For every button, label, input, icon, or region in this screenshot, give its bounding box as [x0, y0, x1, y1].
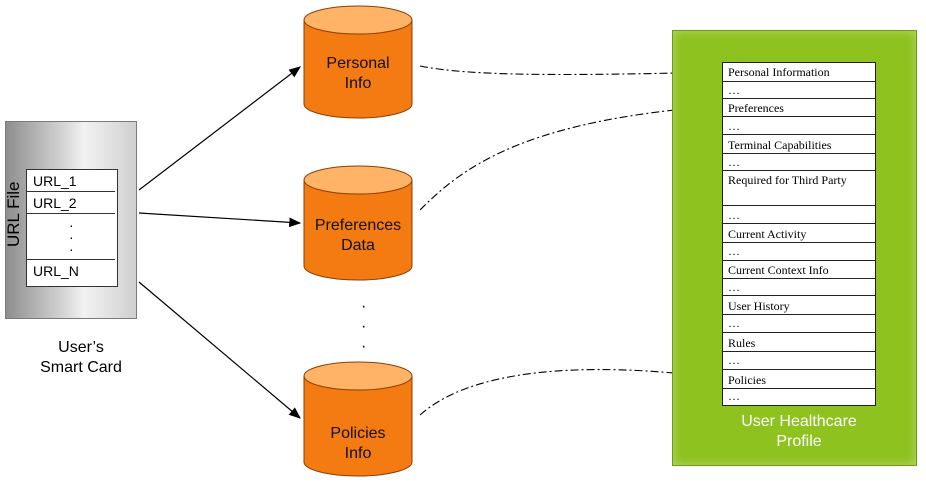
database-label-line2: Data — [341, 237, 375, 254]
database-label-line1: Personal — [326, 55, 390, 72]
profile-caption: User Healthcare Profile — [722, 412, 876, 452]
smart-card-caption: User’s Smart Card — [26, 338, 136, 378]
profile-item-required-third-party: Required for Third Party — [723, 171, 875, 206]
database-label-line1: Preferences — [314, 217, 402, 234]
profile-item-terminal-capabilities: Terminal Capabilities — [723, 135, 875, 154]
arrow-card-to-preferences — [138, 212, 302, 228]
database-label-line2: Info — [344, 445, 372, 462]
profile-item-ellipsis: … — [728, 389, 740, 403]
database-preferences-label: Preferences Data — [304, 216, 412, 256]
smart-card-caption-line2: Smart Card — [40, 359, 122, 376]
url-row-n: URL_N — [33, 263, 79, 279]
profile-item-ellipsis: … — [723, 154, 875, 171]
database-label-line1: Policies — [330, 425, 386, 442]
smart-card-caption-line1: User’s — [58, 339, 104, 356]
profile-caption-line2: Profile — [776, 433, 822, 450]
profile-item-policies: Policies — [723, 370, 875, 389]
profile-item-current-activity: Current Activity — [723, 224, 875, 243]
profile-caption-line1: User Healthcare — [741, 413, 857, 430]
database-personal-info — [303, 5, 413, 119]
profile-item-ellipsis: … — [723, 206, 875, 224]
url-file-label: URL File — [4, 181, 23, 247]
arrow-card-to-policies — [138, 281, 301, 419]
link-policies-to-profile — [419, 369, 722, 416]
vertical-ellipsis: ··· — [361, 298, 367, 355]
url-table: URL_1 URL_2 ··· URL_N — [26, 169, 118, 287]
database-preferences-data — [303, 165, 413, 281]
profile-item-ellipsis: … — [723, 243, 875, 261]
database-policies-label: Policies Info — [304, 424, 412, 464]
url-row-ellipsis: ··· — [27, 214, 115, 260]
database-policies-info — [303, 361, 413, 477]
profile-attribute-list: Personal Information … Preferences … Ter… — [722, 62, 876, 406]
profile-item-preferences: Preferences — [723, 99, 875, 117]
link-preferences-to-profile — [419, 102, 722, 211]
database-personal-label: Personal Info — [304, 54, 412, 94]
profile-item-ellipsis: … — [723, 315, 875, 333]
profile-item-ellipsis: … — [723, 279, 875, 296]
url-row-1: URL_1 — [27, 170, 115, 192]
profile-item-ellipsis: … — [723, 117, 875, 135]
profile-item-ellipsis: … — [723, 352, 875, 370]
arrow-card-to-personal — [138, 66, 301, 191]
profile-item-user-history: User History — [723, 296, 875, 315]
link-personal-to-profile — [419, 65, 722, 77]
profile-item-rules: Rules — [723, 333, 875, 352]
profile-item-personal-information: Personal Information — [723, 63, 875, 82]
url-row-2: URL_2 — [27, 192, 115, 214]
profile-item-ellipsis: … — [723, 82, 875, 99]
database-label-line2: Info — [344, 75, 372, 92]
profile-item-current-context-info: Current Context Info — [723, 261, 875, 279]
